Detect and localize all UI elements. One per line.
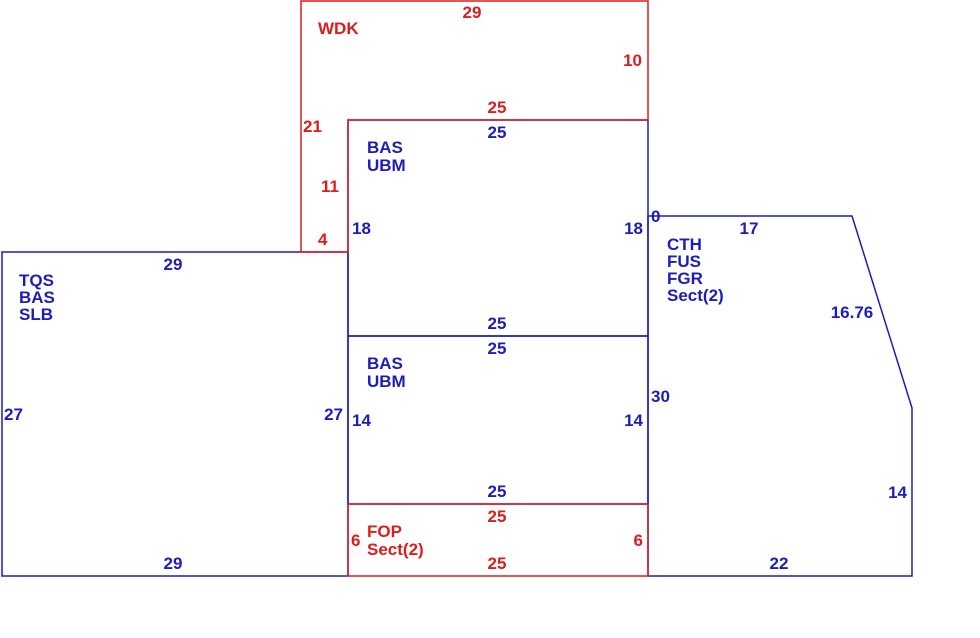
right-block-dim-right: 14 bbox=[888, 483, 907, 502]
wdk-dim-left-middle: 11 bbox=[321, 177, 339, 196]
right-block-dim-top: 17 bbox=[740, 219, 759, 238]
wdk-dim-left-lower: 4 bbox=[318, 230, 328, 249]
right-block-code-3: FGR bbox=[667, 269, 703, 288]
bas-lower-dim-top: 25 bbox=[488, 339, 507, 358]
bas-lower-dim-bottom: 25 bbox=[488, 482, 507, 501]
left-block-code-3: SLB bbox=[19, 305, 53, 324]
left-block-dim-top: 29 bbox=[164, 255, 183, 274]
right-block-dim-bottom: 22 bbox=[770, 554, 789, 573]
left-block-dim-right: 27 bbox=[324, 405, 343, 424]
left-block-dim-bottom: 29 bbox=[164, 554, 183, 573]
wdk-outline bbox=[300, 0, 649, 253]
fop-outline bbox=[347, 503, 649, 577]
left-block-code-2: BAS bbox=[19, 288, 55, 307]
left-block-code-1: TQS bbox=[19, 271, 54, 290]
fop-dim-right: 6 bbox=[634, 531, 643, 550]
bas-lower-dim-left: 14 bbox=[352, 411, 371, 430]
left-block-dim-left: 27 bbox=[4, 405, 23, 424]
right-block-code-4: Sect(2) bbox=[667, 286, 724, 305]
fop-dim-bottom: 25 bbox=[488, 554, 507, 573]
bas-lower-code-1: BAS bbox=[367, 354, 403, 373]
bas-lower-dim-right: 14 bbox=[624, 411, 643, 430]
bas-upper-dim-top: 25 bbox=[488, 123, 507, 142]
right-block-code-2: FUS bbox=[667, 252, 701, 271]
right-block-dim-diagonal: 16.76 bbox=[831, 303, 874, 322]
wdk-dim-left-upper: 21 bbox=[303, 117, 322, 136]
wdk-dim-bottom: 25 bbox=[488, 98, 507, 117]
bas-upper-dim-bottom: 25 bbox=[488, 314, 507, 333]
bas-upper-code-1: BAS bbox=[367, 138, 403, 157]
bas-lower-code-2: UBM bbox=[367, 372, 406, 391]
bas-upper-dim-right: 18 bbox=[624, 219, 643, 238]
fop-code-1: FOP bbox=[367, 522, 402, 541]
right-block-code-1: CTH bbox=[667, 235, 702, 254]
right-block-dim-left: 30 bbox=[651, 387, 670, 406]
wdk-dim-right: 10 bbox=[623, 51, 642, 70]
fop-code-2: Sect(2) bbox=[367, 540, 424, 559]
fop-dim-top: 25 bbox=[488, 507, 507, 526]
bas-upper-dim-left: 18 bbox=[352, 219, 371, 238]
wdk-code-1: WDK bbox=[318, 19, 359, 38]
bas-upper-code-2: UBM bbox=[367, 156, 406, 175]
right-block-dim-corner: 0 bbox=[651, 207, 660, 226]
fop-dim-left: 6 bbox=[351, 531, 360, 550]
wdk-dim-top: 29 bbox=[463, 3, 482, 22]
